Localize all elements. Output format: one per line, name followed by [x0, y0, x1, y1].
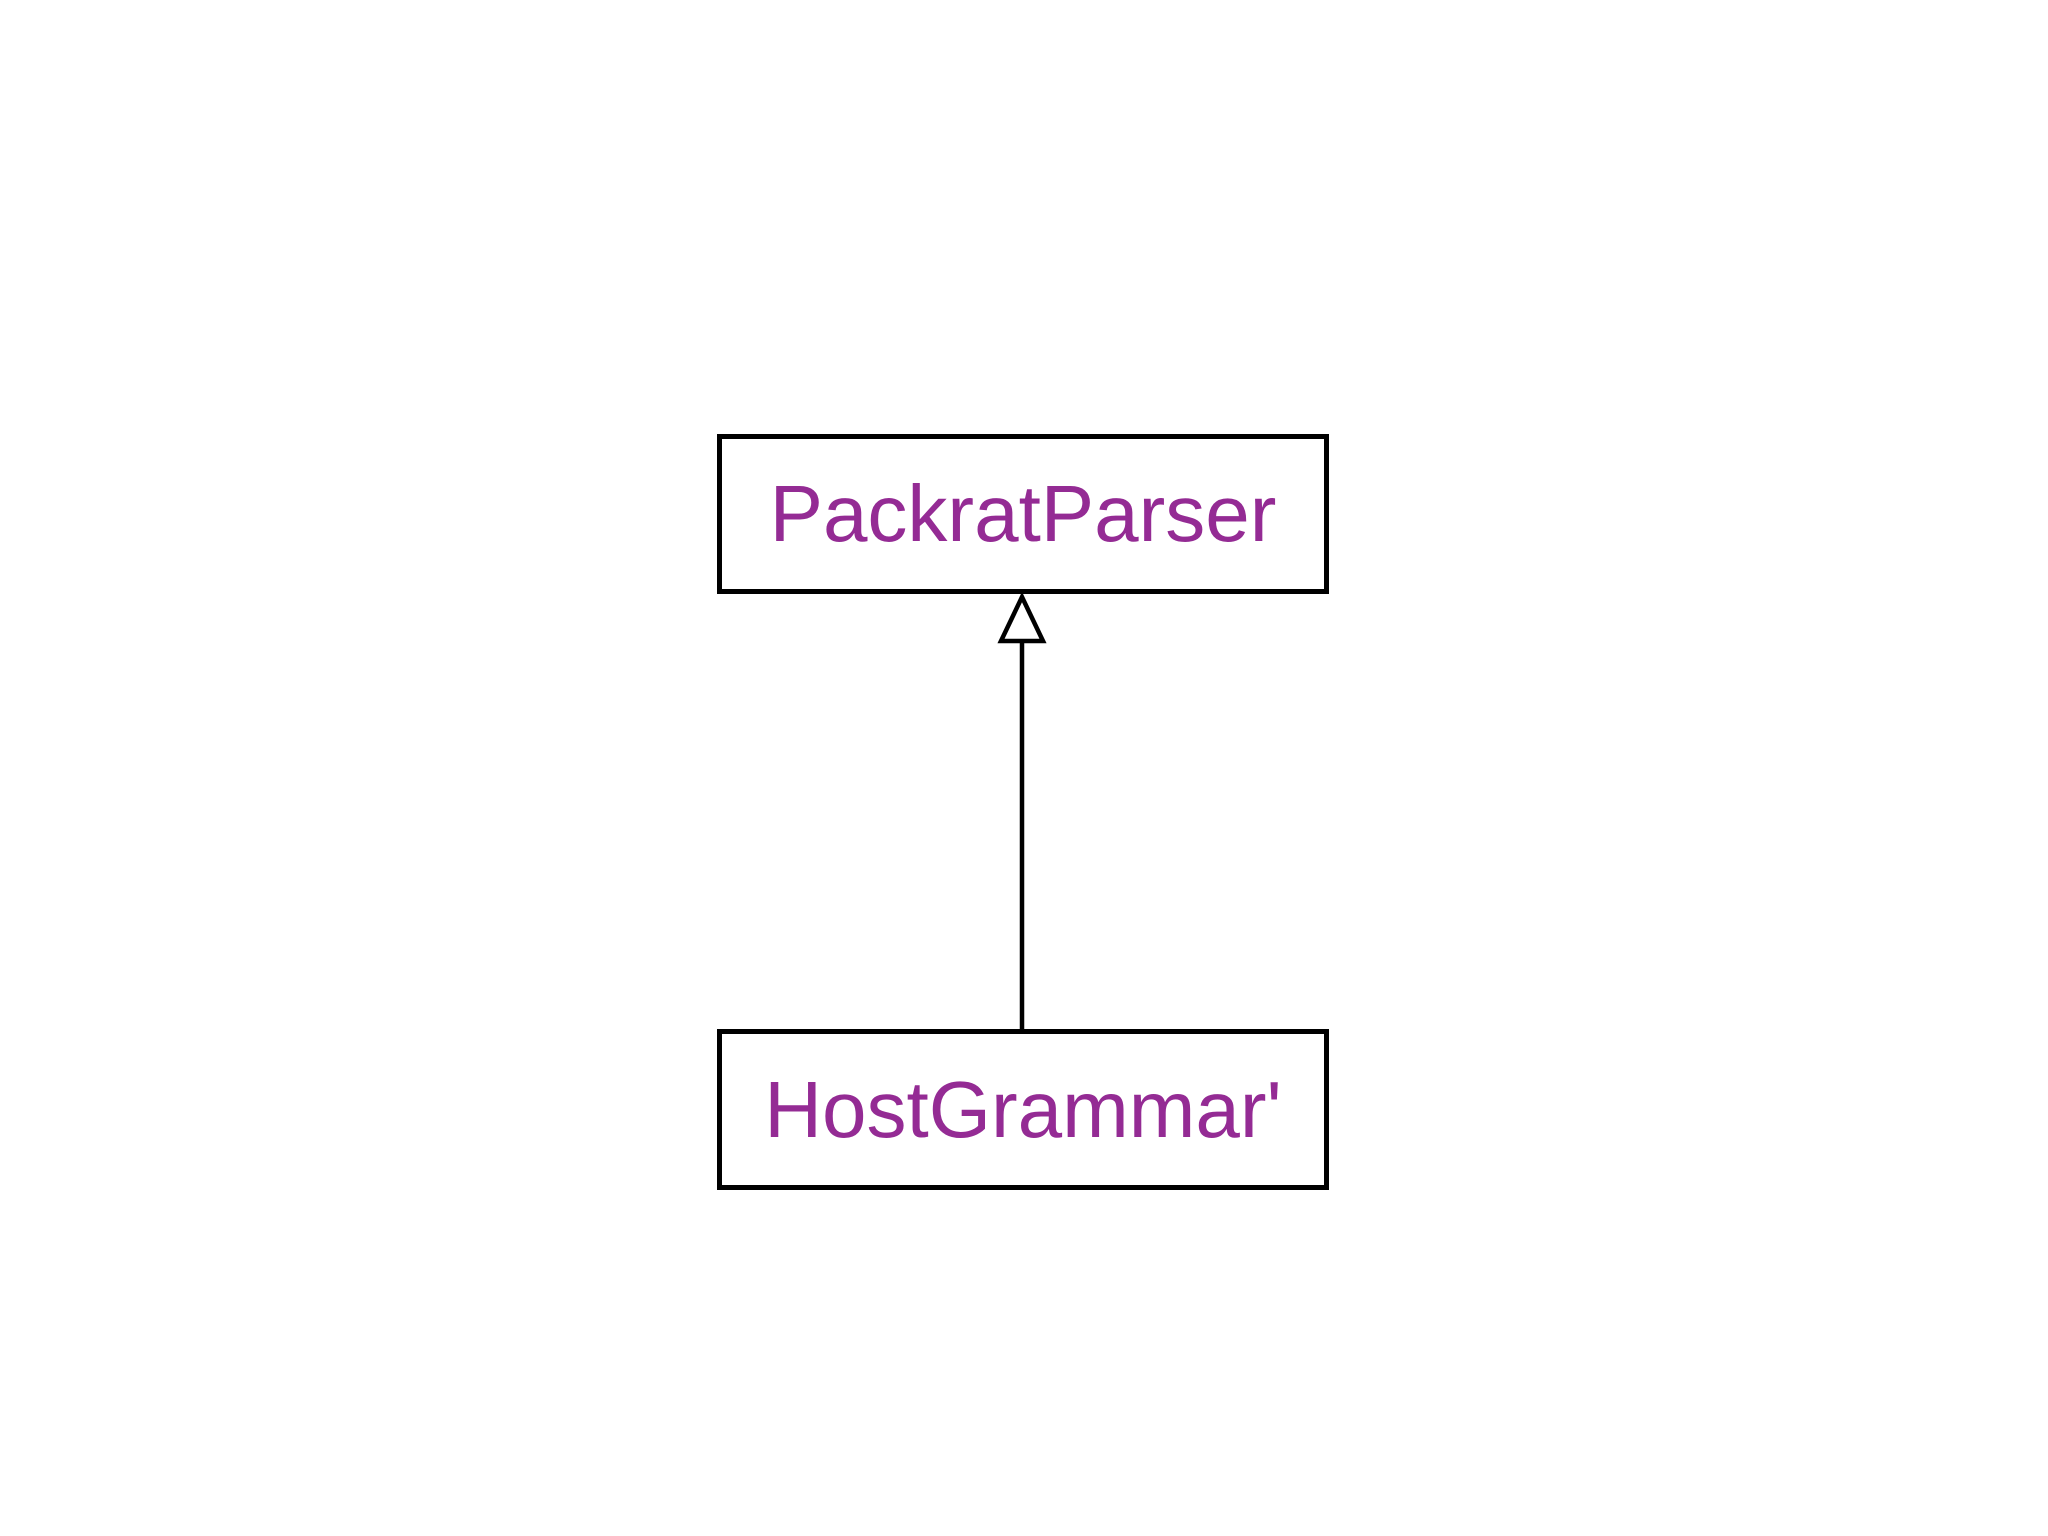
hollow-triangle-arrowhead-icon: [997, 591, 1047, 644]
class-name-label: HostGrammar': [764, 1064, 1282, 1154]
class-node-hostgrammar[interactable]: HostGrammar': [717, 1029, 1329, 1190]
class-name-label: PackratParser: [769, 469, 1277, 558]
class-node-packratparser[interactable]: PackratParser: [717, 434, 1329, 594]
